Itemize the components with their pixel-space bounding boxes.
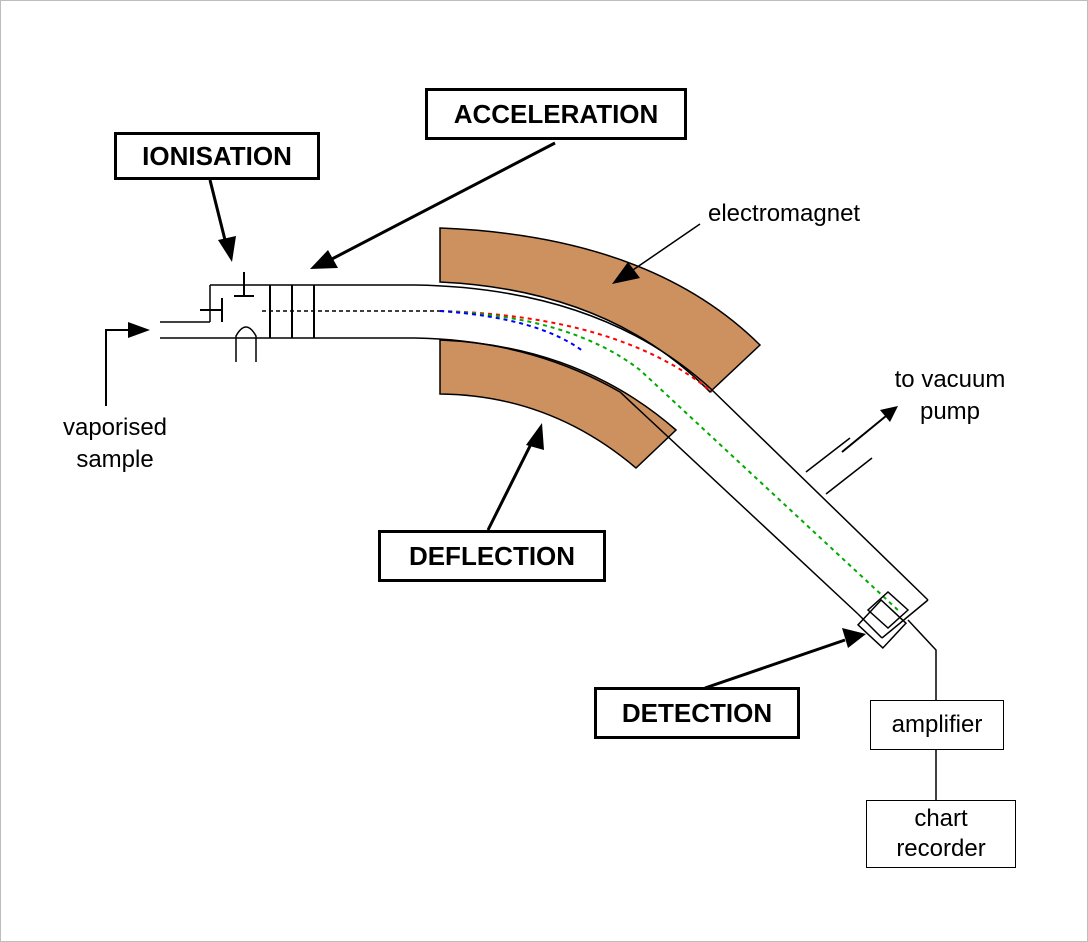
ionisation-label: IONISATION — [114, 132, 320, 180]
sample-arrow-line — [105, 329, 130, 406]
chart-recorder-box: chart recorder — [866, 800, 1016, 868]
vacuum-pump-label: to vacuum pump — [880, 364, 1020, 428]
vacuum-arrow-line — [841, 415, 887, 453]
amplifier-box: amplifier — [870, 700, 1004, 750]
sample-text: sample — [76, 446, 154, 473]
acceleration-arrow-line — [329, 141, 556, 262]
electromagnet-label: electromagnet — [708, 200, 861, 227]
ionisation-text: IONISATION — [142, 140, 292, 171]
tube-upper-wall — [210, 284, 929, 601]
electromagnet-pointer-line — [629, 223, 701, 273]
detection-arrow-line — [704, 638, 846, 690]
electromagnet-lower-pole — [439, 339, 678, 470]
deflection-arrow-line — [486, 439, 535, 531]
pump-text: pump — [919, 398, 981, 425]
deflection-text: DEFLECTION — [408, 540, 576, 571]
deflection-arrow-head — [526, 423, 544, 450]
ionisation-arrow-line — [208, 179, 228, 245]
ionisation-arrow-head — [218, 236, 236, 262]
ion-path-red — [439, 310, 713, 393]
electromagnet-upper-pole — [439, 227, 762, 394]
vaporised-sample-label: vaporised sample — [50, 412, 180, 476]
detection-label: DETECTION — [594, 687, 800, 739]
acceleration-text: ACCELERATION — [453, 98, 659, 129]
detector-wire — [907, 619, 937, 700]
sample-arrow-head — [128, 322, 150, 338]
acceleration-label: ACCELERATION — [425, 88, 687, 140]
vaporised-text: vaporised — [62, 414, 168, 441]
vacuum-port-wall-left — [805, 437, 851, 473]
deflection-label: DEFLECTION — [378, 530, 606, 582]
detection-text: DETECTION — [621, 697, 773, 728]
amplifier-text: amplifier — [891, 711, 983, 738]
tube-end-cap — [881, 599, 929, 639]
detector-outer — [856, 598, 908, 650]
detector-inner — [866, 590, 910, 630]
to-vacuum-text: to vacuum — [894, 366, 1006, 393]
vacuum-arrow-head — [880, 406, 898, 422]
ion-path-green — [439, 310, 901, 613]
chart-text: chart — [914, 805, 968, 832]
tube-end-corner — [857, 613, 883, 639]
recorder-text: recorder — [896, 835, 986, 862]
ion-path-blue — [439, 310, 585, 353]
heated-filament — [235, 326, 257, 362]
detection-arrow-head — [842, 628, 866, 648]
vacuum-port-wall-right — [825, 457, 873, 495]
electromagnet-pointer-head — [612, 262, 640, 284]
acceleration-arrow-head — [310, 250, 338, 269]
tube-lower-wall — [160, 337, 859, 615]
